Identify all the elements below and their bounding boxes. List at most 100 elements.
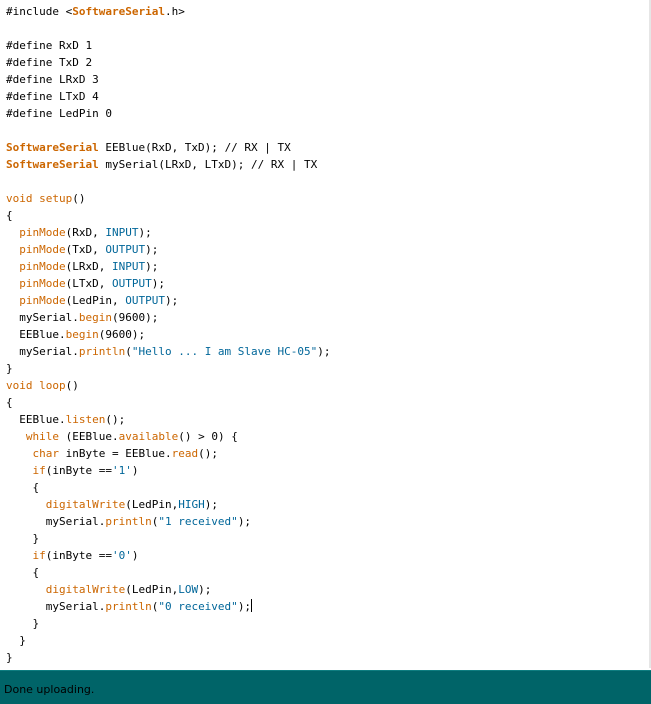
code-token: ); xyxy=(145,260,159,273)
code-line[interactable]: } xyxy=(6,632,331,649)
code-token: mySerial. xyxy=(6,345,79,358)
code-token: println xyxy=(105,515,152,528)
code-line[interactable]: mySerial.println("0 received"); xyxy=(6,598,331,615)
code-token: "0 received" xyxy=(158,600,238,613)
code-token: while xyxy=(25,430,59,443)
code-line[interactable]: mySerial.println("Hello ... I am Slave H… xyxy=(6,343,330,360)
code-token: } xyxy=(6,651,13,664)
code-token: } xyxy=(6,532,40,545)
code-token: println xyxy=(78,345,126,358)
code-token: (LedPin, xyxy=(125,498,179,511)
code-line[interactable]: pinMode(LedPin, OUTPUT); xyxy=(6,292,331,309)
code-line[interactable]: void setup() xyxy=(6,190,331,207)
code-token: void xyxy=(6,192,33,205)
code-token: pinMode xyxy=(19,243,66,256)
code-token: // RX | TX xyxy=(251,158,318,171)
code-token: '1' xyxy=(111,464,132,477)
code-token: (LTxD, xyxy=(65,277,112,290)
code-token xyxy=(6,464,33,477)
code-token: (LRxD, xyxy=(65,260,112,273)
code-token: setup xyxy=(39,192,73,205)
code-token: ) xyxy=(131,464,139,477)
code-token: mySerial. xyxy=(6,515,106,528)
code-line[interactable]: pinMode(LRxD, INPUT); xyxy=(6,258,331,275)
code-line[interactable] xyxy=(6,173,331,190)
code-token: "Hello ... I am Slave HC-05" xyxy=(131,345,318,358)
code-token: { xyxy=(6,396,13,409)
code-line[interactable]: { xyxy=(6,394,331,411)
code-token: println xyxy=(105,600,152,613)
code-line[interactable] xyxy=(6,122,331,139)
code-line[interactable]: mySerial.println("1 received"); xyxy=(6,513,331,530)
code-token xyxy=(6,243,19,256)
code-line[interactable]: digitalWrite(LedPin,HIGH); xyxy=(6,496,331,513)
code-line[interactable]: EEBlue.begin(9600); xyxy=(6,326,331,343)
code-line[interactable] xyxy=(6,20,331,37)
code-line[interactable]: if(inByte =='0') xyxy=(6,547,331,564)
code-token: ( xyxy=(125,345,132,358)
code-line[interactable]: pinMode(LTxD, OUTPUT); xyxy=(6,275,331,292)
code-token: (inByte == xyxy=(45,549,112,562)
code-line[interactable]: { xyxy=(6,479,331,496)
code-line[interactable]: #define LRxD 3 xyxy=(6,71,331,88)
code-token: digitalWrite xyxy=(45,583,126,596)
code-token xyxy=(6,583,46,596)
code-token: (); xyxy=(105,413,126,426)
code-token: read xyxy=(171,447,199,460)
code-token: () xyxy=(72,192,86,205)
code-line[interactable]: #define TxD 2 xyxy=(6,54,331,71)
code-token: INPUT xyxy=(111,260,146,273)
code-token: mySerial(LRxD, LTxD); xyxy=(98,158,252,171)
code-line[interactable]: #define RxD 1 xyxy=(6,37,331,54)
code-token: if xyxy=(32,549,46,562)
code-line[interactable]: pinMode(TxD, OUTPUT); xyxy=(6,241,331,258)
code-line[interactable]: SoftwareSerial mySerial(LRxD, LTxD); // … xyxy=(6,156,331,173)
code-token xyxy=(6,226,19,239)
code-token: #define LRxD 3 xyxy=(6,73,99,86)
code-line[interactable]: { xyxy=(6,207,331,224)
code-line[interactable]: void loop() xyxy=(6,377,331,394)
code-token: { xyxy=(6,481,40,494)
code-token: #define LedPin 0 xyxy=(6,107,112,120)
code-line[interactable]: #include <SoftwareSerial.h> xyxy=(6,3,331,20)
code-line[interactable]: #define LedPin 0 xyxy=(6,105,331,122)
code-text[interactable]: #include <SoftwareSerial.h> #define RxD … xyxy=(6,3,331,666)
code-editor[interactable]: #include <SoftwareSerial.h> #define RxD … xyxy=(0,0,651,668)
code-line[interactable]: if(inByte =='1') xyxy=(6,462,331,479)
code-line[interactable]: char inByte = EEBlue.read(); xyxy=(6,445,331,462)
code-token: mySerial. xyxy=(6,311,79,324)
code-token: OUTPUT xyxy=(125,294,165,307)
code-token: pinMode xyxy=(19,260,66,273)
code-token: ); xyxy=(237,515,252,528)
code-line[interactable]: } xyxy=(6,360,331,377)
code-line[interactable]: } xyxy=(6,530,331,547)
code-token: (inByte == xyxy=(45,464,112,477)
code-token: ); xyxy=(138,226,152,239)
code-token: pinMode xyxy=(19,294,66,307)
code-token: loop xyxy=(39,379,66,392)
code-line[interactable]: } xyxy=(6,615,331,632)
code-line[interactable]: } xyxy=(6,649,331,666)
code-line[interactable]: mySerial.begin(9600); xyxy=(6,309,331,326)
code-line[interactable]: EEBlue.listen(); xyxy=(6,411,331,428)
code-token xyxy=(6,498,46,511)
code-line[interactable]: digitalWrite(LedPin,LOW); xyxy=(6,581,331,598)
code-token: // RX | TX xyxy=(224,141,291,154)
code-token: HIGH xyxy=(178,498,205,511)
code-token: available xyxy=(118,430,179,443)
code-token: OUTPUT xyxy=(111,277,152,290)
code-line[interactable]: pinMode(RxD, INPUT); xyxy=(6,224,331,241)
code-token: } xyxy=(6,617,40,630)
code-line[interactable]: while (EEBlue.available() > 0) { xyxy=(6,428,331,445)
code-token: OUTPUT xyxy=(105,243,146,256)
code-token: EEBlue. xyxy=(6,413,66,426)
code-token: (LedPin, xyxy=(125,583,179,596)
code-line[interactable]: #define LTxD 4 xyxy=(6,88,331,105)
code-line[interactable]: SoftwareSerial EEBlue(RxD, TxD); // RX |… xyxy=(6,139,331,156)
code-token: ); xyxy=(198,583,212,596)
code-line[interactable]: { xyxy=(6,564,331,581)
code-token xyxy=(6,430,26,443)
code-token: (LedPin, xyxy=(65,294,126,307)
code-token: () > 0) { xyxy=(178,430,238,443)
status-bar: Done uploading. xyxy=(0,670,651,704)
